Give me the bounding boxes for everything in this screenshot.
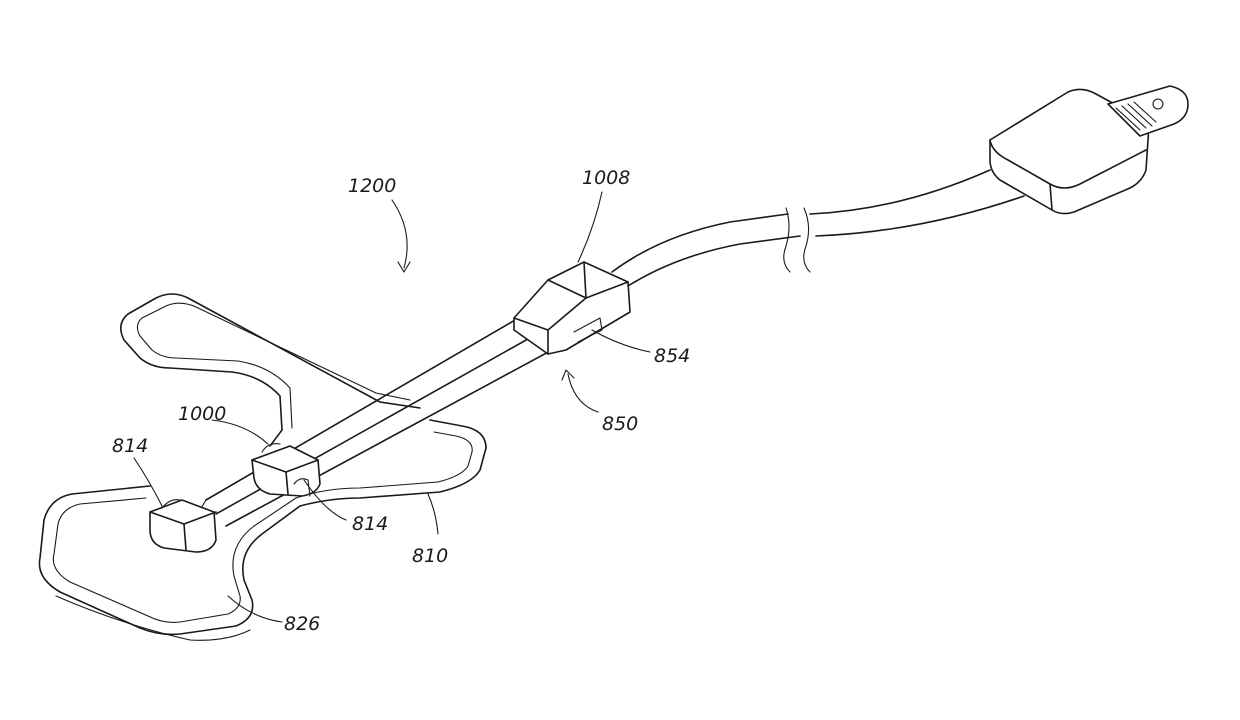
label-1008: 1008: [582, 167, 630, 189]
label-1000: 1000: [178, 403, 226, 425]
label-814-right: 814: [352, 513, 388, 535]
label-826: 826: [284, 613, 320, 635]
clip-front: [150, 500, 216, 552]
sensor-body-strip: [200, 316, 552, 526]
reference-labels: 1200 1008 854 850 1000 814 814 810 826: [112, 167, 690, 635]
cable: [612, 170, 1024, 286]
label-814-left: 814: [112, 435, 148, 457]
label-1200: 1200: [348, 175, 396, 197]
label-850: 850: [602, 413, 638, 435]
label-810: 810: [412, 545, 448, 567]
label-854: 854: [654, 345, 690, 367]
plug-connector: [990, 86, 1188, 214]
